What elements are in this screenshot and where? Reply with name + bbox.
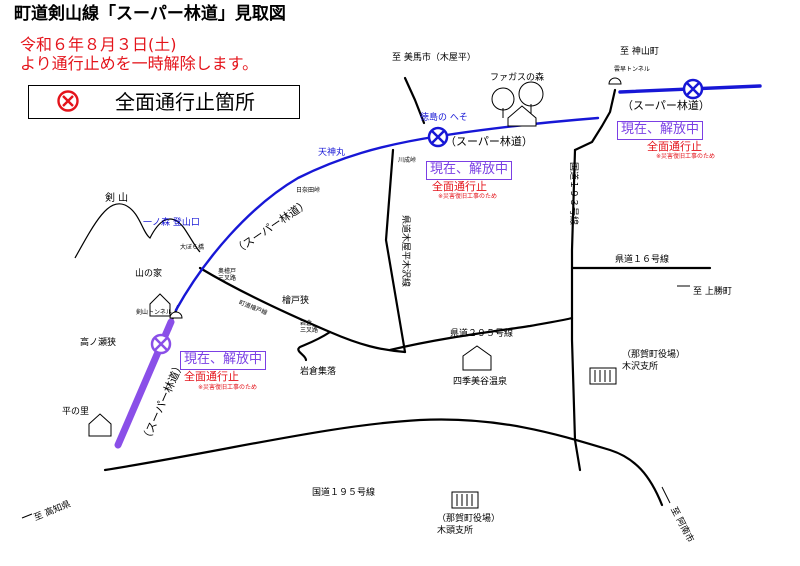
tunnel-icons (169, 77, 622, 319)
house-icon-yamanoie (149, 293, 171, 317)
tunnel-icon-kumotori (608, 77, 622, 85)
status-closed-heso: 全面通行止 (432, 180, 487, 193)
kokudo195-road (103, 418, 664, 507)
tree-icons (491, 81, 544, 118)
kendo-kiya-label: 県道木屋平木沢線 (400, 215, 410, 288)
tairanosato-label: 平の里 (62, 407, 90, 417)
tunnel-icon-tsurugi (169, 311, 183, 319)
iwakura-label: 岩倉集落 (300, 367, 337, 377)
to-kamiyama-label: 至 神山町 (620, 47, 659, 57)
kokudo193-road (570, 148, 582, 472)
super-rindo-label-b: （スーパー林道） (445, 135, 533, 148)
kendo295-road (388, 316, 574, 352)
arrow-kochi (21, 513, 33, 519)
status-closed-takanose: 全面通行止 (184, 370, 239, 383)
tokushima-heso-label: 徳島の へそ (420, 113, 468, 123)
kokudo195-label: 国道１９５号線 (312, 488, 376, 498)
map-title: 町道剣山線「スーパー林道」見取図 (14, 4, 286, 24)
notice-line-2: より通行止めを一時解除します。 (20, 54, 259, 73)
notice-line-1: 令和６年８月３日(土) (20, 35, 177, 54)
ichinomori-label: 一ノ森 登山口 (143, 218, 200, 228)
tsurugi-tunnel-label: 剣山トンネル (136, 309, 172, 316)
oboro-label: 大ぼら橋 (180, 244, 205, 251)
hinokido-road (198, 266, 407, 354)
closure-x-icon (427, 126, 449, 148)
kendo16-label: 県道１６号線 (615, 255, 670, 265)
to-mima-label: 至 美馬市（木屋平） (392, 53, 476, 63)
status-closed-kamiyama: 全面通行止 (647, 140, 702, 153)
direction-arrows (21, 285, 690, 519)
kawanari-label: 川成峠 (398, 157, 417, 164)
status-note-kamiyama: ※災害復旧工事のため (656, 153, 716, 160)
office-windows (456, 370, 611, 506)
kisawa-office-label: （那賀町役場） 木沢支所 (622, 350, 686, 372)
mima-road (403, 76, 426, 125)
mountain-outline (74, 203, 201, 259)
shiki-label: 四季美谷温泉 (453, 377, 508, 387)
tsurugi-label: 剣 山 (105, 193, 129, 204)
legend-closure-icon (57, 90, 79, 112)
yamanoie-label: 山の家 (135, 269, 163, 279)
legend-label: 全面通行止箇所 (115, 90, 255, 114)
house-icon-tairanosato (88, 413, 112, 437)
house-icon-fagasu (507, 105, 537, 127)
closure-x-icon (682, 78, 704, 100)
status-open-kamiyama: 現在、解放中 (617, 121, 704, 140)
okuhinokido-label: 奥檜戸 三叉路 (218, 268, 237, 283)
tenjinmaru-label: 天神丸 (318, 148, 346, 158)
roads-black (103, 76, 712, 507)
iwakura-junction-label: 岩倉 三叉路 (300, 320, 319, 335)
arrow-anan (661, 486, 671, 504)
status-note-takanose: ※災害復旧工事のため (198, 384, 258, 391)
kendo295-label: 県道２９５号線 (450, 329, 514, 339)
kokudo193-label: 国道１９３号線 (568, 162, 578, 226)
status-open-takanose: 現在、解放中 (180, 351, 267, 370)
hinokido-label: 檜戸狭 (282, 296, 310, 306)
house-icon-shiki (462, 345, 492, 371)
to-kamikatsu-label: 至 上勝町 (693, 287, 732, 297)
house-icons (88, 105, 537, 437)
kito-office-label: （那賀町役場） 木頭支所 (437, 514, 501, 536)
status-note-heso: ※災害復旧工事のため (438, 193, 498, 200)
hinode-label: 日奈田峠 (296, 187, 321, 194)
takanose-label: 高ノ瀬狭 (80, 338, 117, 348)
kokudo193-north (573, 88, 617, 152)
iwakura-branch (297, 330, 332, 362)
super-rindo-label-c: （スーパー林道） (622, 99, 710, 112)
fagasu-label: ファガスの森 (490, 73, 545, 83)
kendo-kiya-road (384, 148, 407, 354)
status-open-heso: 現在、解放中 (426, 161, 513, 180)
reopened-x-icon (150, 333, 172, 355)
kumotori-tunnel-label: 雲早トンネル (614, 66, 650, 73)
